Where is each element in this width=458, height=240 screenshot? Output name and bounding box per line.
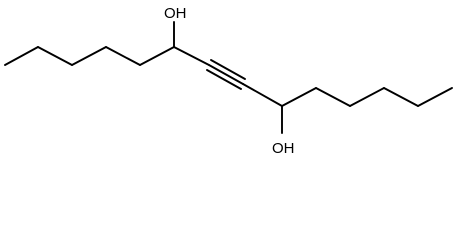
bond-c9-c10 [281,87,317,107]
left-pentyl-chain [4,46,175,66]
triple-bond [206,59,246,90]
bond-c11-c12 [349,87,385,107]
hydroxyl-top-label: OH [164,5,187,22]
bond-c3-c4 [71,46,107,66]
triple-bond-line-upper [210,59,246,80]
right-pentyl-chain [281,87,453,107]
bond-c6-c7 [173,46,210,66]
hydroxyl-bottom-label: OH [272,140,295,157]
bond-c12-c13 [383,87,419,107]
bond-c1-c2 [4,46,39,66]
bond-c8-c9 [242,83,283,107]
triple-bond-line-center [208,64,244,85]
bond-c2-c3 [37,46,73,66]
structure-diagram: OH OH [4,5,453,157]
triple-bond-line-lower [206,69,242,90]
bond-c4-c5 [105,46,141,66]
bond-c10-c11 [315,87,351,107]
bond-c5-c6 [139,46,175,66]
bond-c13-c14 [417,87,453,107]
